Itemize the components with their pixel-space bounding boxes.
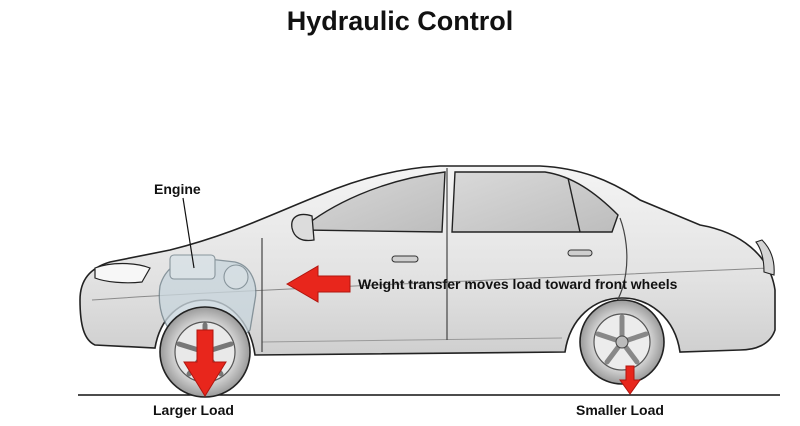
diagram-title: Hydraulic Control	[286, 6, 514, 36]
headlight	[94, 262, 151, 284]
weight-transfer-label: Weight transfer moves load toward front …	[358, 276, 678, 292]
lower-rocker-line	[261, 337, 563, 343]
tail-light	[755, 239, 775, 276]
side-mirror	[291, 213, 315, 242]
front-door-handle	[391, 255, 419, 263]
smaller-load-arrow	[619, 365, 641, 395]
rear-door-handle	[567, 249, 593, 257]
rear-wheel	[579, 299, 665, 385]
larger-load-arrow	[183, 329, 227, 397]
larger-load-label: Larger Load	[153, 402, 234, 418]
window-divider	[567, 177, 581, 233]
front-window	[298, 171, 446, 233]
smaller-load-label: Smaller Load	[576, 402, 664, 418]
engine-label: Engine	[154, 181, 201, 197]
weight-transfer-arrow	[286, 265, 351, 303]
engine-pointer-line	[182, 197, 195, 269]
